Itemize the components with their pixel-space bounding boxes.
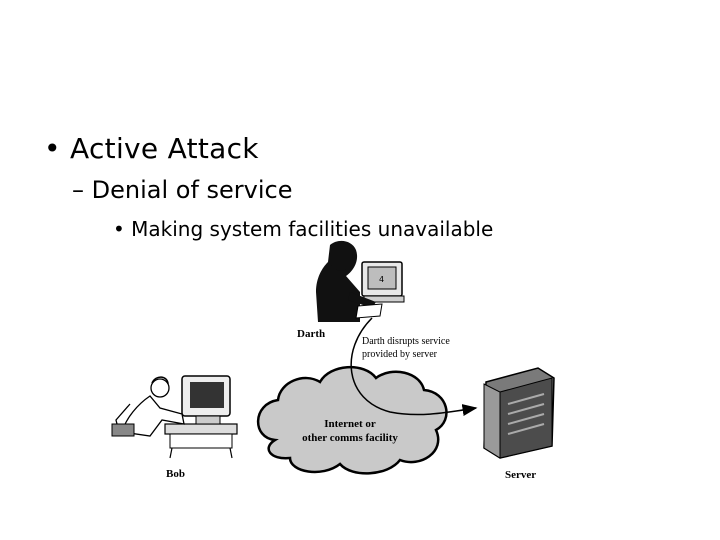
cloud-label-line2: other comms facility [302, 432, 398, 444]
bullet-active-attack: • Active Attack [44, 132, 259, 165]
svg-text:4: 4 [379, 275, 384, 284]
internet-cloud-icon [256, 365, 448, 475]
server-icon [483, 367, 555, 459]
darth-figure-icon: 4 [316, 240, 405, 322]
cloud-label-line1: Internet or [324, 418, 376, 430]
bob-figure-icon [111, 375, 238, 459]
server-label: Server [505, 469, 536, 481]
bullet-denial-of-service: – Denial of service [72, 176, 293, 204]
darth-note-line1: Darth disrupts service [362, 336, 450, 347]
darth-label: Darth [297, 328, 325, 340]
bullet-making-unavailable: • Making system facilities unavailable [113, 217, 494, 241]
bob-label: Bob [166, 468, 185, 480]
attack-arrow [350, 317, 478, 416]
darth-note-line2: provided by server [362, 349, 438, 360]
